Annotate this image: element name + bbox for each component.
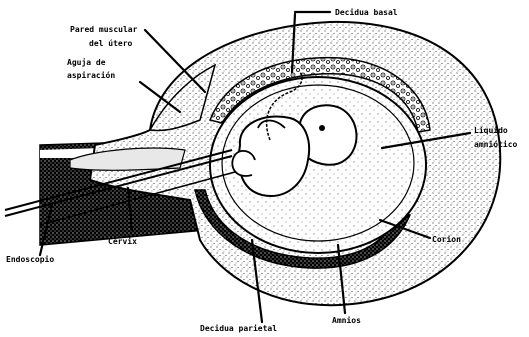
label-corion: Corion <box>432 234 461 244</box>
label-del-utero: del útero <box>89 39 133 48</box>
label-amniotico: amniótico <box>474 139 518 149</box>
label-endoscopio: Endoscopio <box>6 254 54 264</box>
label-amnios: Amnios <box>332 315 361 325</box>
label-decidua-parietal: Decidua parietal <box>200 323 277 333</box>
label-decidua-basal: Decidua basal <box>335 7 398 17</box>
label-cervix: Cérvix <box>108 236 137 246</box>
label-aguja: Aguja de <box>67 57 106 67</box>
label-pared-muscular: Pared muscular <box>70 25 138 34</box>
label-liquido: Líquido <box>474 125 508 135</box>
label-aspiracion: aspiración <box>67 70 115 80</box>
